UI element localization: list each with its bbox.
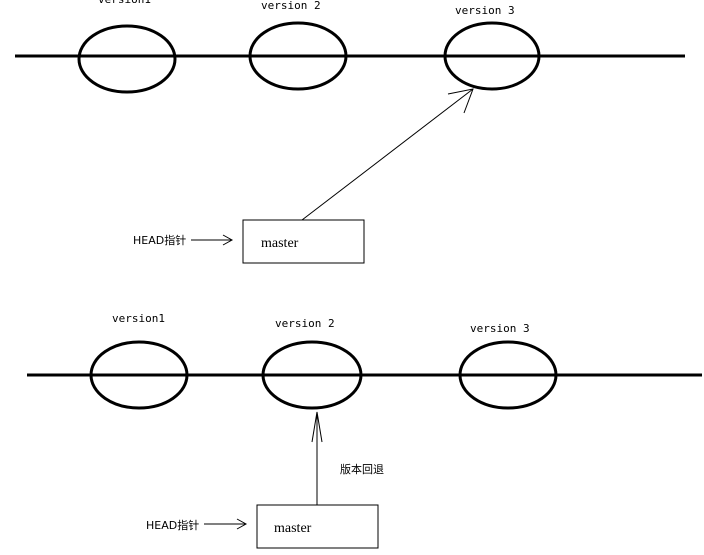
- top-master-box: [242, 219, 365, 264]
- top-head-label: HEAD指针: [133, 233, 186, 247]
- top-version3-label: version 3: [455, 4, 515, 17]
- bottom-head-label: HEAD指针: [146, 518, 199, 532]
- top-version1-label: version1: [98, 0, 151, 6]
- bottom-version2-node: [261, 340, 363, 410]
- bottom-master-arrowhead: [311, 411, 323, 443]
- bottom-master-label: master: [274, 521, 312, 536]
- bottom-version2-label: version 2: [275, 317, 335, 330]
- top-master-arrowhead: [447, 88, 474, 114]
- top-version2-node: [248, 21, 348, 91]
- bottom-version1-node: [89, 340, 189, 410]
- top-version3-node: [443, 21, 541, 91]
- bottom-version3-label: version 3: [470, 322, 530, 335]
- rollback-label: 版本回退: [340, 462, 384, 476]
- top-master-label: master: [261, 236, 299, 251]
- bottom-head-arrowhead: [236, 518, 248, 530]
- bottom-master-box: [256, 504, 379, 549]
- top-master-arrow: [301, 88, 474, 221]
- bottom-diagram: version1 version 2 version 3 版本回退 master…: [27, 312, 702, 549]
- top-diagram: version1 version 2 version 3 master HEAD…: [15, 0, 685, 264]
- top-version2-label: version 2: [261, 0, 321, 12]
- bottom-version1-label: version1: [112, 312, 165, 325]
- bottom-version3-node: [458, 340, 558, 410]
- top-version1-node: [77, 24, 177, 94]
- top-head-arrowhead: [222, 234, 234, 246]
